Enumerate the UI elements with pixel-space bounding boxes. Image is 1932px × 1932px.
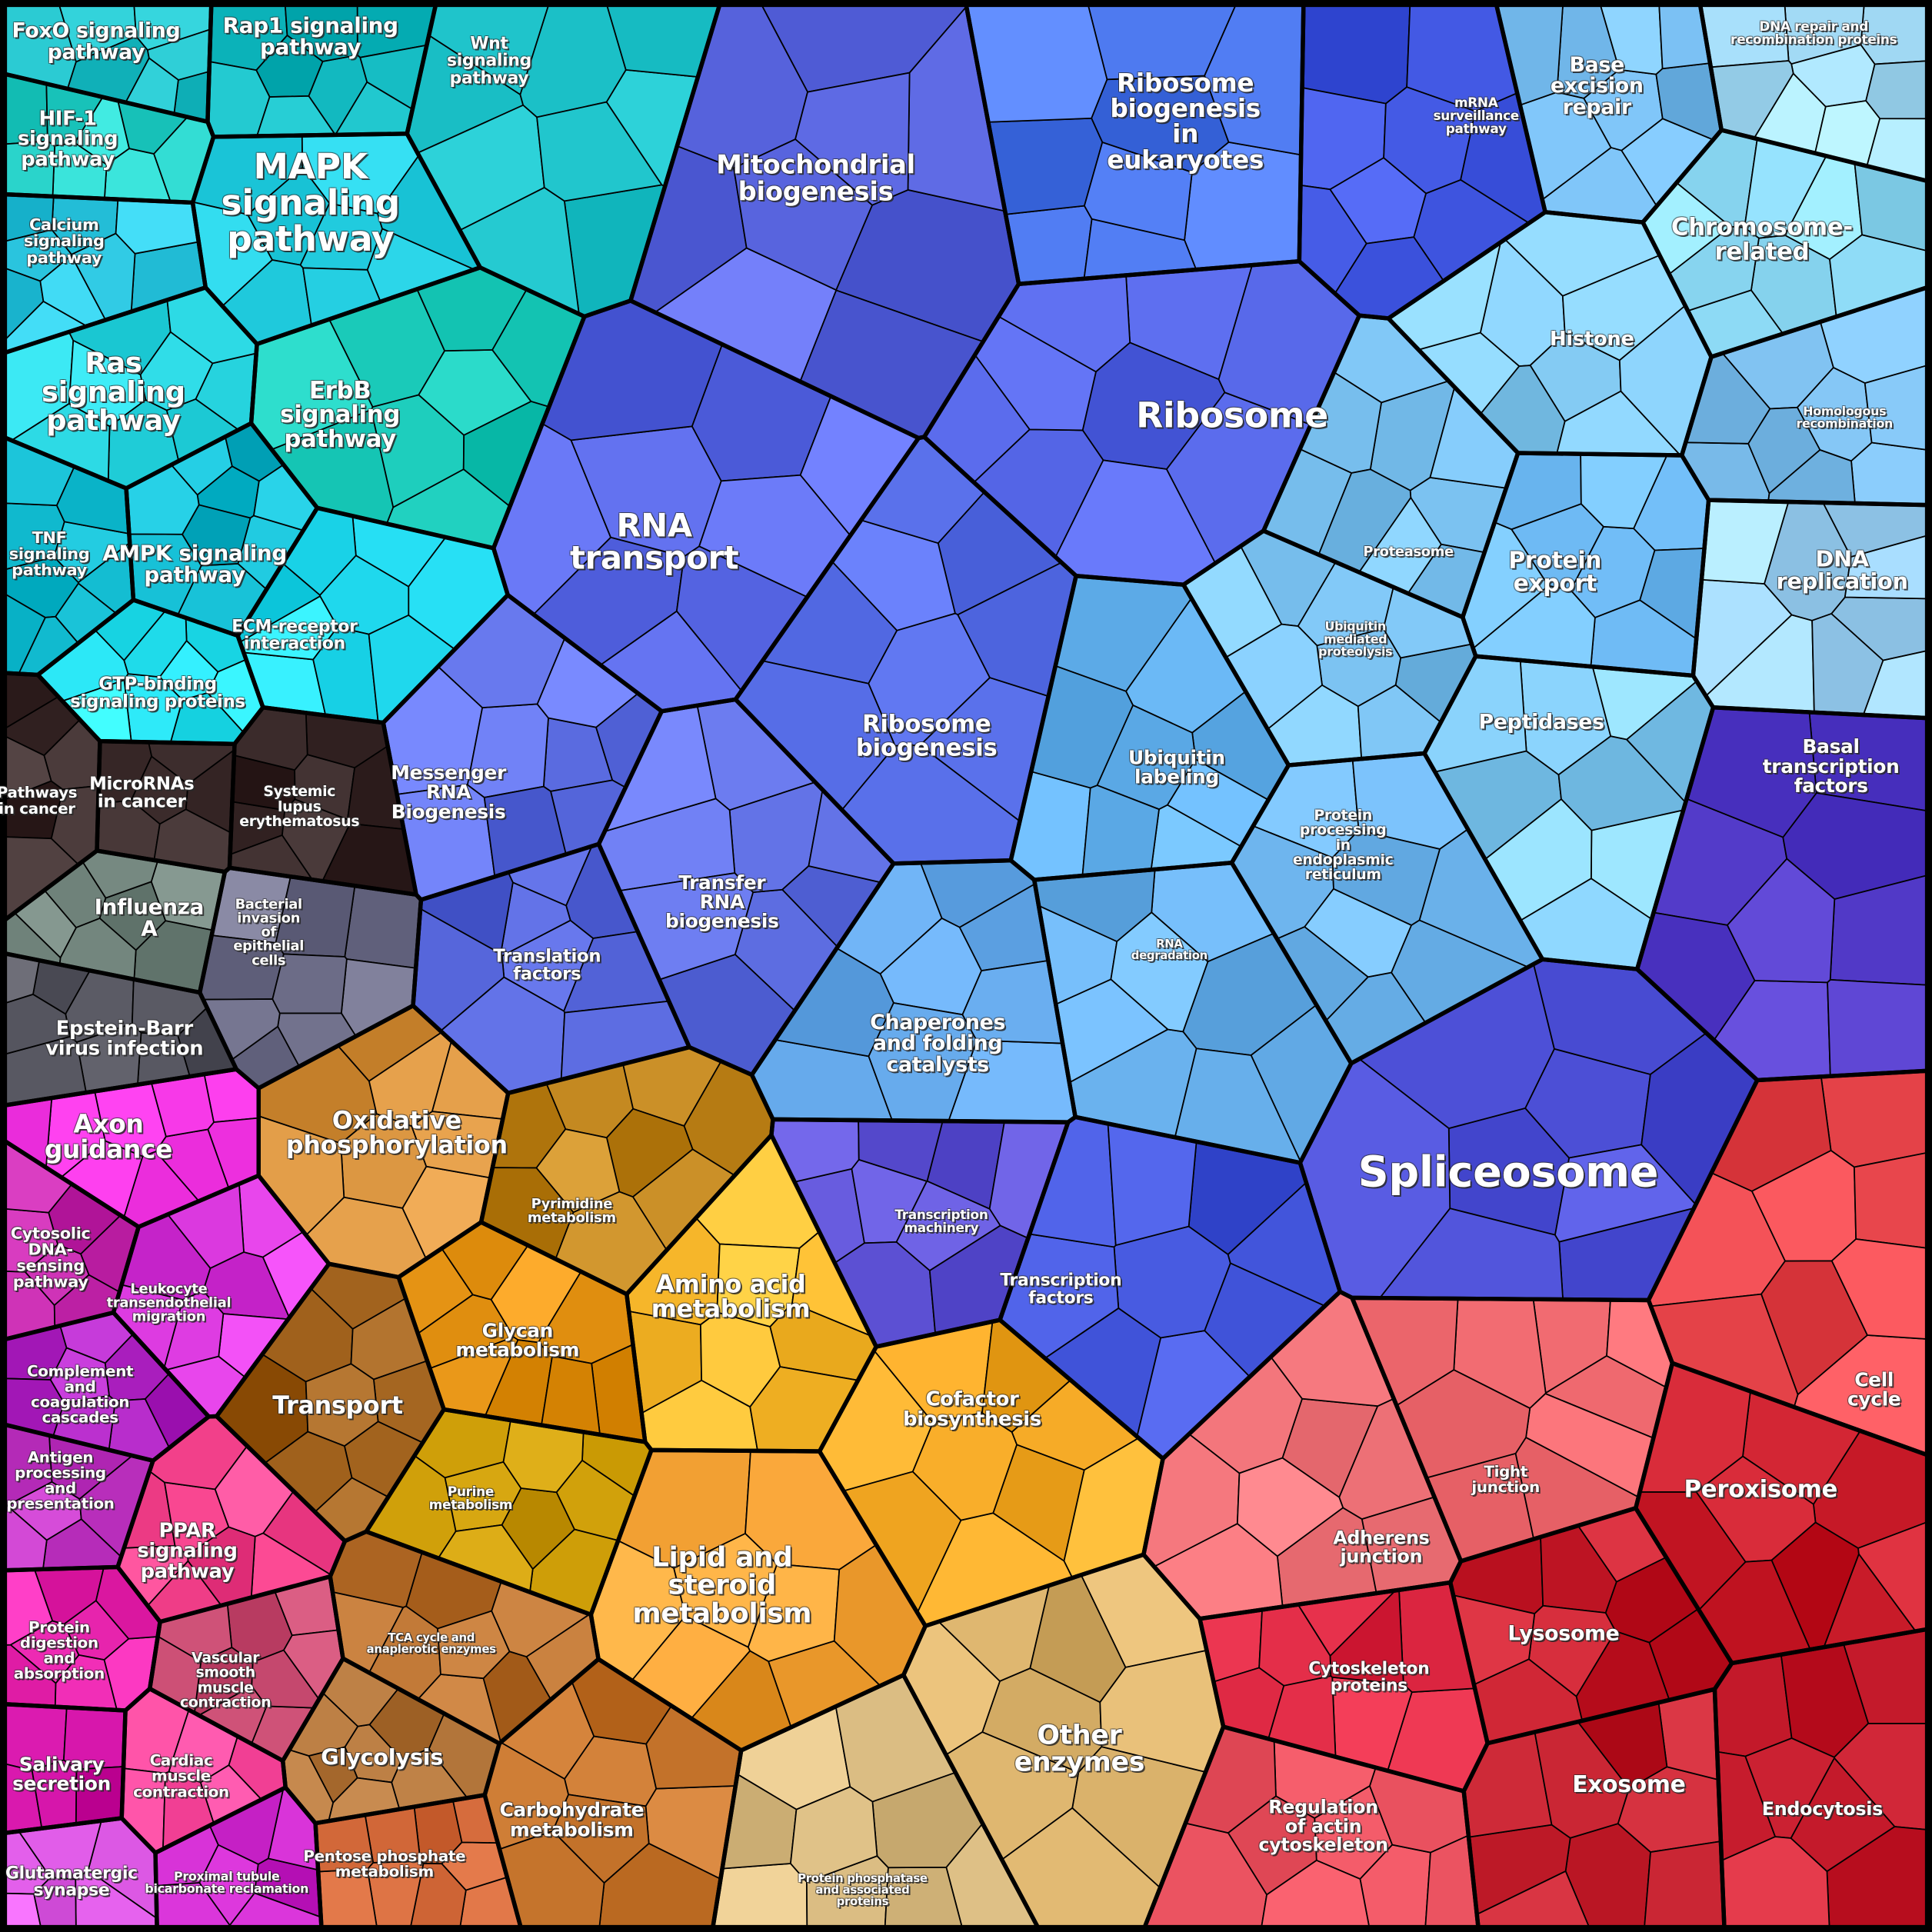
treemap-subcell xyxy=(54,1654,118,1711)
treemap-subcell xyxy=(4,140,56,198)
treemap-cell-outline xyxy=(1141,1724,1481,1930)
treemap-subcell xyxy=(75,1766,125,1825)
treemap-subcell xyxy=(1083,141,1193,242)
treemap-subcell xyxy=(1860,4,1928,65)
treemap-subcell xyxy=(49,1347,110,1404)
treemap-subcell xyxy=(68,339,147,428)
treemap-subcell xyxy=(281,798,351,882)
treemap-subcell xyxy=(1557,735,1687,831)
treemap-subcell xyxy=(1699,4,1790,68)
treemap-subcell xyxy=(541,1355,601,1436)
treemap-subcell xyxy=(733,138,874,291)
treemap-subcell xyxy=(1236,1457,1344,1557)
treemap-subcell xyxy=(1820,1070,1928,1168)
treemap-subcell xyxy=(1575,1630,1671,1722)
treemap-subcell xyxy=(155,1128,230,1202)
treemap-subcell xyxy=(1747,406,1821,495)
treemap-subcell xyxy=(1854,1151,1928,1249)
treemap-subcell xyxy=(794,72,911,206)
treemap-cell-outline xyxy=(710,1672,1041,1930)
treemap-subcell xyxy=(965,4,1108,123)
treemap-subcell xyxy=(1850,441,1928,506)
treemap-subcell xyxy=(24,1244,90,1307)
treemap-subcell xyxy=(271,953,348,1014)
treemap-subcell xyxy=(1301,4,1411,105)
treemap-subcell xyxy=(4,1703,68,1771)
treemap-subcell xyxy=(275,875,356,958)
treemap-subcell xyxy=(317,1868,378,1928)
treemap-subcell xyxy=(1107,1122,1198,1247)
treemap-subcell xyxy=(198,934,285,1001)
treemap-subcell xyxy=(1780,1643,1870,1758)
treemap-subcell xyxy=(1865,60,1928,120)
treemap-subcell xyxy=(790,1786,878,1883)
treemap-cell-outline xyxy=(1712,1627,1930,1930)
treemap-subcell xyxy=(987,117,1104,215)
treemap-subcell xyxy=(911,1412,1018,1521)
treemap-subcell xyxy=(1644,1840,1725,1928)
treemap-subcell xyxy=(1726,858,1836,984)
treemap-subcell xyxy=(1110,911,1209,1033)
treemap-subcell xyxy=(62,1707,126,1770)
treemap-subcell xyxy=(1267,1675,1337,1758)
treemap-subcell xyxy=(711,1863,808,1928)
treemap-subcell xyxy=(1790,1757,1896,1873)
treemap-subcell xyxy=(536,101,663,202)
treemap-subcell xyxy=(31,1759,78,1830)
treemap-subcell xyxy=(344,884,422,969)
treemap-subcell xyxy=(1827,979,1928,1078)
